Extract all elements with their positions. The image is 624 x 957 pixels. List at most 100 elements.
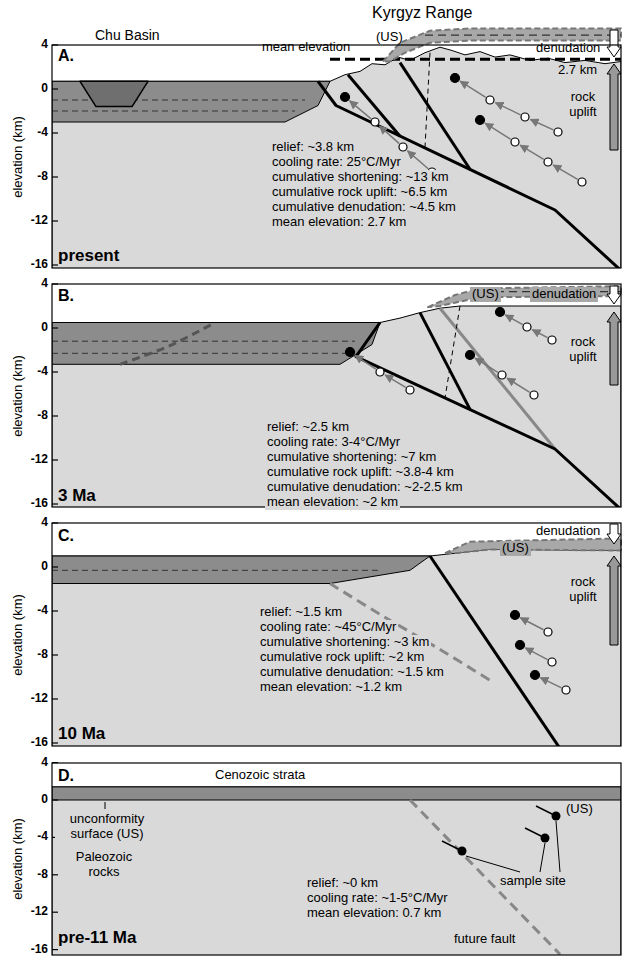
tick-mark [52,327,58,328]
tick-mark [52,742,58,743]
range-name: Kyrgyz Range [372,4,473,22]
thrust-fault [400,63,470,170]
tick-mark [52,949,58,950]
basin-fill [52,81,330,122]
strata-line [52,570,380,571]
unconformity-label: (US) [566,802,593,817]
sample-past [521,113,529,121]
sample-path [350,101,372,119]
sample-past [523,323,531,331]
sample-path [460,81,486,97]
unconformity-label: (US) [376,30,403,45]
section [52,284,621,507]
cenozoic-strata [52,787,621,800]
sample-path [520,618,543,630]
stat-line: relief: ~2.5 km [265,420,351,435]
thrust-fault [348,75,400,137]
panel [52,29,621,277]
leader-line [540,843,545,872]
sample-present [466,351,475,360]
process-label: denudation [530,287,598,302]
axis-tick: 0 [41,321,48,335]
axis-tick: -4 [37,126,48,140]
tick-mark [52,283,58,284]
axis-tick: -8 [37,648,48,662]
older-fault [440,308,555,449]
basin-name: Chu Basin [95,27,160,43]
unit-label: unconformity surface (US) [55,812,159,842]
sample-past [511,138,519,146]
sample-path [553,165,578,179]
axis-tick: -16 [31,497,48,511]
stat-line: cumulative rock uplift: ~3.8-4 km [265,465,456,480]
axis-title: elevation (km) [11,116,26,198]
time-label: pre-11 Ma [58,928,136,948]
stat-line: cumulative shortening: ~13 km [270,170,451,185]
sample-site [541,834,550,843]
sample-path [485,123,511,139]
stat-line: cooling rate: ~45°C/Myr [258,620,398,635]
leader-line [466,856,520,872]
section [52,523,621,746]
sample-past [376,368,384,376]
paleozoic-rock [52,787,621,955]
process-label: rock uplift [562,90,604,120]
strata-line [52,111,295,112]
sample-past [530,391,538,399]
denudation-arrow [607,30,621,57]
tick-mark [52,698,58,699]
time-label: present [58,246,119,266]
sample-present [341,93,350,102]
tick-mark [52,799,58,800]
sample-past [548,658,556,666]
stat-line: cumulative rock uplift: ~6.5 km [270,185,449,200]
axis-tick: -16 [31,258,48,272]
tick-mark [52,44,58,45]
axis-tick: -12 [31,692,48,706]
axis-tick: -16 [31,943,48,957]
basin-fill [52,323,380,365]
panel-frame [52,523,621,746]
sample-present [451,74,460,83]
paleozoic-rock [52,306,621,507]
section [52,763,621,955]
unconformity-line [425,34,621,35]
process-label: denudation [536,41,600,56]
strata-line [52,353,345,354]
sample-path [355,355,376,369]
stat-line: cooling rate: 25°C/Myr [270,155,403,170]
sample-past [399,143,407,151]
sample-path [379,126,399,144]
axis-tick: 4 [41,277,48,291]
sample-past [544,628,552,636]
denudation-arrow [607,286,621,304]
denudation-arrow [607,524,621,544]
sample-path [495,103,520,115]
tick-mark [52,762,58,763]
inactive-fault [120,323,215,365]
sample-label: sample site [498,874,568,889]
axis-tick: -8 [37,868,48,882]
unit-label: Paleozoic rocks [62,850,146,880]
thrust-fault [430,556,560,746]
axis-tick: -12 [31,214,48,228]
sample-site [552,812,561,821]
panel-letter: B. [58,287,74,305]
tick-mark [52,264,58,265]
axis-tick: 4 [41,38,48,52]
stat-line: cumulative shortening: ~7 km [265,450,438,465]
tick-mark [52,220,58,221]
tick-mark [52,912,58,913]
stat-line: cumulative rock uplift: ~2 km [258,650,426,665]
sample-path [505,315,522,325]
panel-frame [52,763,621,955]
syncline [80,81,148,106]
sample-path [475,358,498,372]
axis-tick: -4 [37,830,48,844]
tick-mark [52,88,58,89]
sample-present [531,671,540,680]
sample-path [385,375,406,387]
stat-line: cumulative shortening: ~3 km [258,635,431,650]
tick-mark [52,610,58,611]
